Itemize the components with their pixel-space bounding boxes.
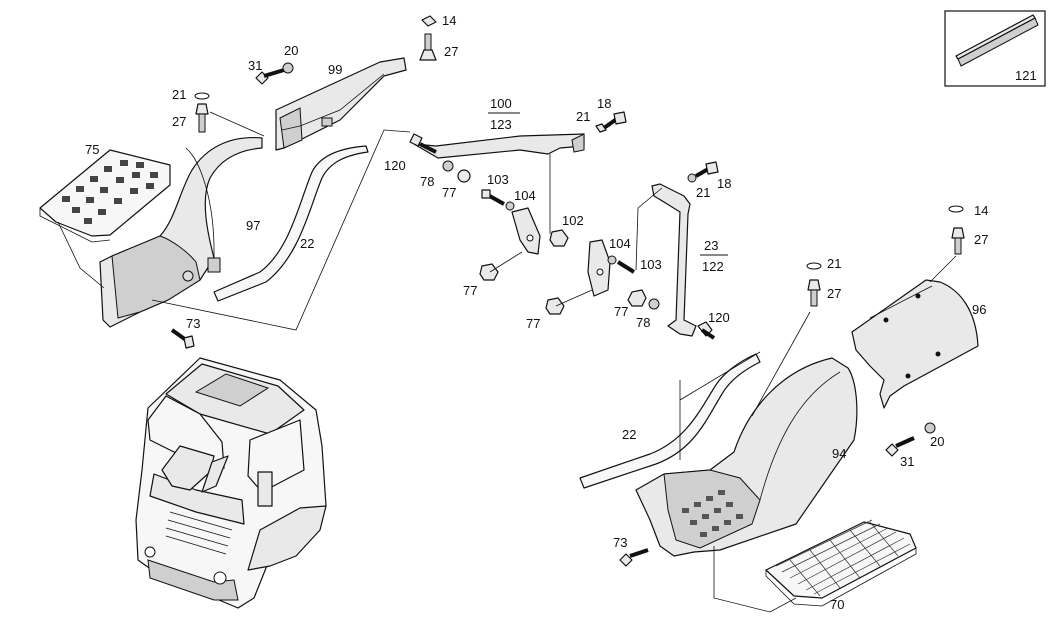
callout-70: 70	[830, 597, 844, 612]
callout-77-center-lower: 77	[526, 316, 540, 331]
fender-97	[99, 136, 263, 328]
step-plate-75	[39, 149, 171, 243]
right-fasteners	[619, 205, 965, 567]
fastener-bolt-27-left	[194, 92, 210, 133]
callout-96: 96	[972, 302, 986, 317]
mount-plate-104-right	[587, 239, 611, 297]
callout-23: 23	[704, 238, 718, 253]
callout-102: 102	[562, 213, 584, 228]
callout-20-left: 20	[284, 43, 298, 58]
step-plate-70	[765, 519, 917, 607]
right-leader-lines	[679, 255, 957, 613]
fastener-bolt-31-left	[255, 62, 294, 85]
callout-77-left-upper: 77	[442, 185, 456, 200]
callout-73-right: 73	[613, 535, 627, 550]
callout-27-right-top: 27	[974, 232, 988, 247]
center-leader-lines	[489, 251, 593, 307]
callout-14-top: 14	[442, 13, 456, 28]
callout-78-left: 78	[420, 174, 434, 189]
callout-103-left: 103	[487, 172, 509, 187]
callout-99: 99	[328, 62, 342, 77]
fender-96	[851, 279, 979, 409]
callout-103-right: 103	[640, 257, 662, 272]
callout-31-left: 31	[248, 58, 262, 73]
left-leader-lines	[57, 111, 411, 331]
callout-97: 97	[246, 218, 260, 233]
callout-27-left: 27	[172, 114, 186, 129]
callout-20-right: 20	[930, 434, 944, 449]
callout-31-right: 31	[900, 454, 914, 469]
support-arm-23-122	[635, 183, 697, 337]
callout-22-right: 22	[622, 427, 636, 442]
strip-22-left	[213, 145, 369, 302]
center-fasteners	[409, 111, 719, 340]
callout-100: 100	[490, 96, 512, 111]
callout-18-right-arm: 18	[717, 176, 731, 191]
callout-75: 75	[85, 142, 99, 157]
detail-box: 121	[944, 10, 1046, 87]
callout-94: 94	[832, 446, 846, 461]
callout-22-left: 22	[300, 236, 314, 251]
callout-21-right: 21	[827, 256, 841, 271]
callout-21-right-arm: 21	[696, 185, 710, 200]
callout-18-center: 18	[597, 96, 611, 111]
callout-78-right: 78	[636, 315, 650, 330]
callout-21-center: 21	[576, 109, 590, 124]
callout-120-left: 120	[384, 158, 406, 173]
trim-strip-icon	[955, 14, 1039, 67]
callout-104-left: 104	[514, 188, 536, 203]
strip-22-right	[579, 353, 761, 489]
callout-121: 121	[1015, 68, 1037, 83]
callout-27-top: 27	[444, 44, 458, 59]
support-arm-100-123	[413, 133, 585, 234]
callout-73-left: 73	[186, 316, 200, 331]
mount-plate-104-left	[511, 207, 541, 255]
callout-21-left: 21	[172, 87, 186, 102]
bracket-99	[275, 57, 407, 151]
fastener-bolt-27-top	[419, 15, 437, 61]
callout-120-right: 120	[708, 310, 730, 325]
callout-77-right: 77	[614, 304, 628, 319]
callout-104-right: 104	[609, 236, 631, 251]
truck-cab-illustration	[135, 357, 327, 609]
callout-14-right: 14	[974, 203, 988, 218]
callout-122: 122	[702, 259, 724, 274]
callout-77-left-lower: 77	[463, 283, 477, 298]
fastener-bolt-73-left	[170, 328, 195, 349]
callout-123: 123	[490, 117, 512, 132]
fender-94	[635, 357, 858, 557]
callout-27-right: 27	[827, 286, 841, 301]
